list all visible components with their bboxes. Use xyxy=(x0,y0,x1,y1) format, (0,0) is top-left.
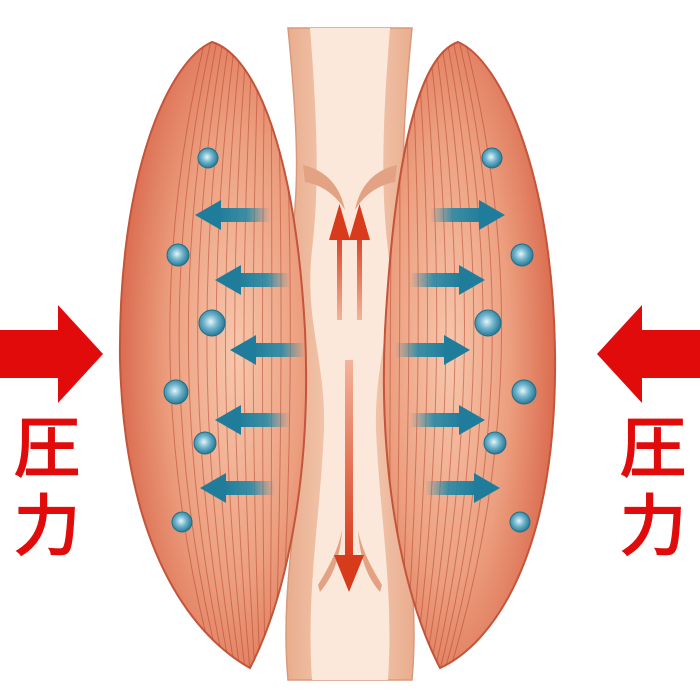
fluid-droplet xyxy=(198,309,226,337)
pressure-label-right: 圧 力 xyxy=(608,410,698,566)
pressure-label-left: 圧 力 xyxy=(2,410,92,566)
muscle-fiber xyxy=(206,42,236,668)
muscle-fiber xyxy=(449,42,503,668)
fluid-droplet xyxy=(197,147,219,169)
fluid-droplet xyxy=(474,309,502,337)
outflow-arrow xyxy=(425,473,500,503)
fluid-droplet xyxy=(511,379,537,405)
fluid-droplet xyxy=(510,243,534,267)
muscle-fiber xyxy=(187,42,226,668)
muscle-fiber xyxy=(169,42,216,668)
outflow-arrow xyxy=(215,405,290,435)
outflow-arrow xyxy=(395,335,470,365)
outflow-arrow xyxy=(200,473,275,503)
muscle-fiber xyxy=(434,42,475,668)
muscle-fiber xyxy=(439,42,484,668)
pressure-label-left-char-2: 力 xyxy=(14,488,80,565)
muscle-fiber xyxy=(178,42,221,668)
outflow-arrow xyxy=(410,405,485,435)
outflow-arrow xyxy=(430,200,505,230)
vessel-valve-upper xyxy=(303,165,397,210)
outflow-arrow xyxy=(215,265,290,295)
pressure-label-right-char-1: 圧 xyxy=(620,410,686,487)
pressure-arrow-left xyxy=(597,305,700,403)
pressure-label-right-char-2: 力 xyxy=(620,488,686,565)
vessel-valve-lower xyxy=(318,530,382,592)
muscle-fiber xyxy=(197,42,231,668)
muscle-fiber xyxy=(224,42,246,668)
fluid-droplet xyxy=(483,431,507,455)
muscle-fiber xyxy=(429,42,466,668)
muscle-fiber xyxy=(444,42,493,668)
outflow-arrow xyxy=(410,265,485,295)
fluid-droplet xyxy=(171,511,193,533)
outflow-arrows xyxy=(195,200,505,503)
fluid-droplet xyxy=(193,431,217,455)
outflow-arrow xyxy=(195,200,270,230)
blood-vessel xyxy=(285,27,415,681)
fluid-droplet xyxy=(509,511,531,533)
fluid-droplets xyxy=(163,147,537,533)
bidirectional-flow-arrow xyxy=(329,204,370,592)
outflow-arrow xyxy=(230,335,305,365)
fluid-droplet xyxy=(163,379,189,405)
pressure-label-left-char-1: 圧 xyxy=(14,410,80,487)
fluid-droplet xyxy=(481,147,503,169)
muscle-fiber xyxy=(215,42,241,668)
pressure-arrow-right xyxy=(0,305,103,403)
fluid-droplet xyxy=(166,243,190,267)
muscle-fiber xyxy=(234,42,251,668)
